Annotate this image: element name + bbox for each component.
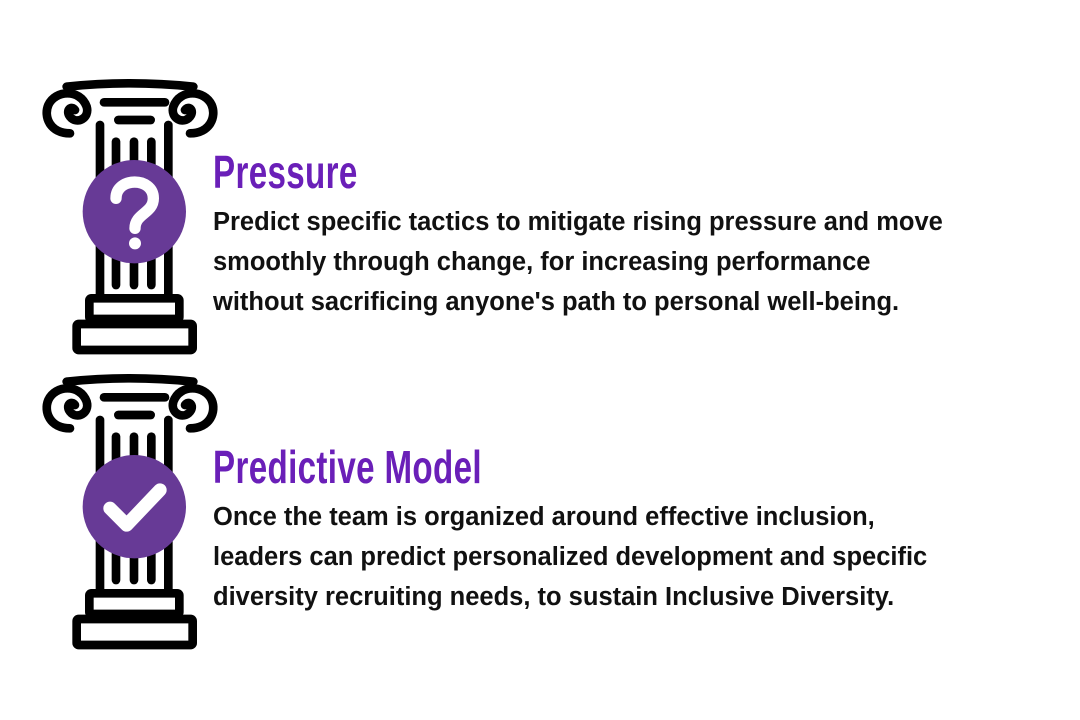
body-line: leaders can predict personalized develop… — [213, 543, 928, 571]
body-line: diversity recruiting needs, to sustain I… — [213, 583, 895, 611]
body-line: without sacrificing anyone's path to per… — [213, 288, 900, 316]
check-badge-icon — [82, 455, 186, 559]
body-line: Predict specific tactics to mitigate ris… — [213, 208, 943, 236]
section-title: Predictive Model — [213, 441, 482, 493]
body-line: smoothly through change, for increasing … — [213, 248, 871, 276]
predictive-model-section: Predictive Model Once the team is organi… — [213, 441, 1073, 617]
pillar-check-icon — [30, 365, 230, 655]
body-line: Once the team is organized around effect… — [213, 503, 875, 531]
section-title: Pressure — [213, 146, 358, 198]
pillar-question-icon — [30, 70, 230, 360]
question-badge-icon — [82, 160, 186, 264]
pressure-section: Pressure Predict specific tactics to mit… — [213, 146, 1073, 322]
